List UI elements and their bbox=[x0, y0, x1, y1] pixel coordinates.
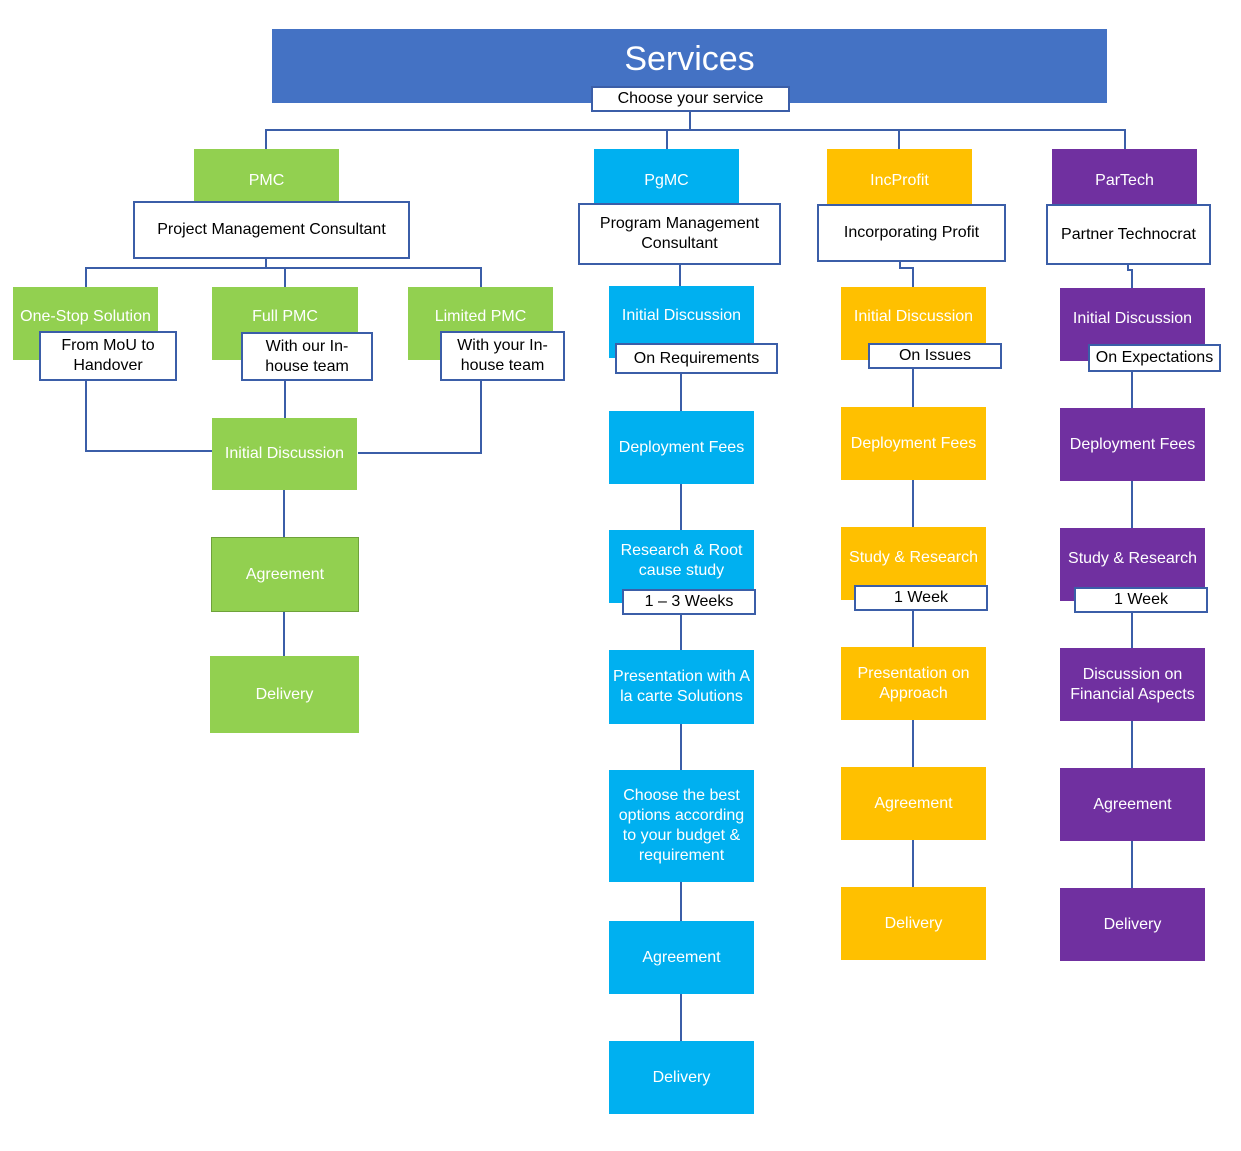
pmc-step-delivery: Delivery bbox=[210, 656, 359, 733]
partech-note-duration: 1 Week bbox=[1074, 587, 1208, 613]
connector-partech-steps bbox=[1127, 265, 1133, 288]
partech-step-financial-discussion: Discussion on Financial Aspects bbox=[1060, 648, 1205, 721]
pmc-option-limited-note: With your In-house team bbox=[440, 331, 565, 381]
services-title: Services bbox=[624, 39, 755, 78]
pgmc-step-delivery: Delivery bbox=[609, 1041, 754, 1114]
connector-pmc-options bbox=[85, 267, 482, 287]
incprofit-full-name: Incorporating Profit bbox=[817, 204, 1006, 262]
pmc-option-one-stop-note: From MoU to Handover bbox=[39, 331, 177, 381]
partech-note-on-expectations: On Expectations bbox=[1088, 344, 1221, 372]
connector-pmc-merge bbox=[358, 380, 482, 454]
pmc-option-one-stop: One-Stop Solution bbox=[13, 287, 158, 360]
pgmc-note-on-requirements: On Requirements bbox=[615, 343, 778, 374]
choose-service-label: Choose your service bbox=[591, 86, 790, 112]
pgmc-step-choose-options: Choose the best options according to you… bbox=[609, 770, 754, 882]
pgmc-step-deployment-fees: Deployment Fees bbox=[609, 411, 754, 484]
pgmc-step-presentation: Presentation with A la carte Solutions bbox=[609, 650, 754, 724]
connector-pmc-merge bbox=[85, 380, 212, 452]
pgmc-full-name: Program Management Consultant bbox=[578, 203, 781, 265]
incprofit-step-agreement: Agreement bbox=[841, 767, 986, 840]
incprofit-step-deployment-fees: Deployment Fees bbox=[841, 407, 986, 480]
pgmc-note-duration: 1 – 3 Weeks bbox=[622, 589, 756, 615]
partech-step-delivery: Delivery bbox=[1060, 888, 1205, 961]
incprofit-note-on-issues: On Issues bbox=[868, 343, 1002, 369]
pmc-step-agreement: Agreement bbox=[211, 537, 359, 612]
incprofit-step-delivery: Delivery bbox=[841, 887, 986, 960]
connector-incprofit-steps bbox=[899, 262, 914, 287]
partech-step-agreement: Agreement bbox=[1060, 768, 1205, 841]
connector-top-bus bbox=[265, 129, 1126, 150]
pgmc-step-agreement: Agreement bbox=[609, 921, 754, 994]
pmc-step-initial-discussion: Initial Discussion bbox=[212, 418, 357, 490]
pmc-option-full-note: With our In-house team bbox=[241, 332, 373, 381]
incprofit-step-presentation: Presentation on Approach bbox=[841, 647, 986, 720]
partech-step-deployment-fees: Deployment Fees bbox=[1060, 408, 1205, 481]
pmc-full-name: Project Management Consultant bbox=[133, 201, 410, 259]
partech-full-name: Partner Technocrat bbox=[1046, 204, 1211, 265]
incprofit-note-duration: 1 Week bbox=[854, 585, 988, 611]
